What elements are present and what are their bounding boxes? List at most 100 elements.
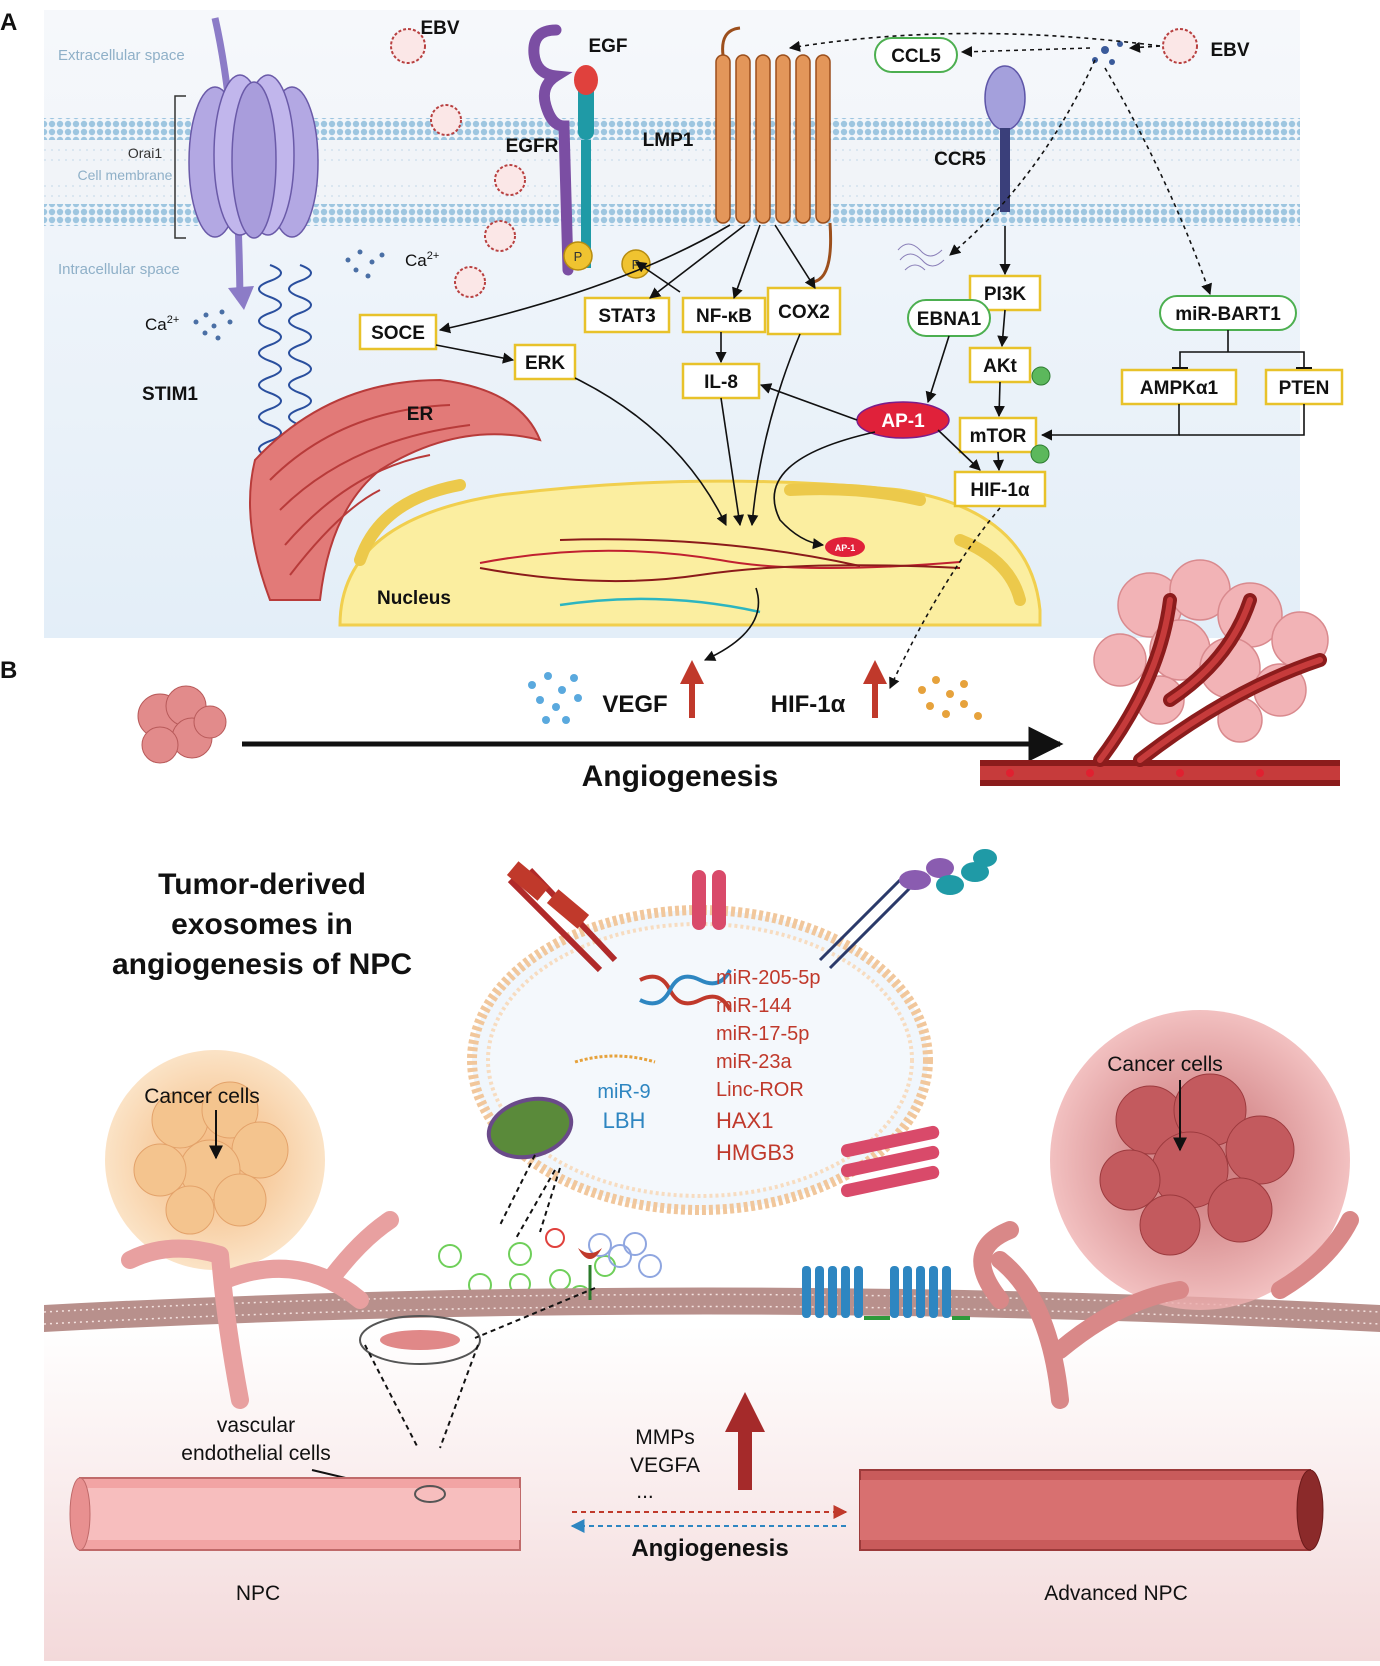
pi3k-label: PI3K: [984, 284, 1027, 305]
ampk-box: [1120, 368, 1238, 406]
egf-label: EGF: [588, 36, 627, 57]
factors-up-arrow: [725, 1392, 765, 1432]
vegf-dots-icon: [528, 672, 582, 724]
panel-b-title-line2: exosomes in: [171, 908, 353, 941]
lmp1-tails: [721, 26, 833, 284]
ampk-label: AMPKα1: [1140, 378, 1219, 399]
panel-b-title-line1: Tumor-derived: [158, 868, 366, 901]
hif-dots-icon: [918, 676, 982, 720]
phospho-green-icon: [1030, 366, 1051, 464]
npc-tumor-icon: [105, 1050, 399, 1409]
intracellular-label: Intracellular space: [58, 261, 180, 278]
extracellular-label: Extracellular space: [58, 47, 185, 64]
panel-a-letter: A: [0, 9, 17, 36]
ebv-label-right: EBV: [1210, 40, 1249, 61]
cargo-item: miR-17-5p: [716, 1023, 809, 1045]
hif-up-arrow: [863, 660, 887, 684]
cargo-item: miR-23a: [716, 1051, 792, 1073]
hif-bottom-label: HIF-1α: [771, 691, 846, 718]
pathway-arrows: [435, 32, 1312, 690]
ebna1-strands-icon: [897, 243, 945, 271]
stat3-label: STAT3: [598, 306, 655, 327]
cancer-cells-right-label: Cancer cells: [1107, 1053, 1223, 1076]
cell-membrane-label: Cell membrane: [78, 167, 173, 183]
membrane-receptors-icon: [578, 1248, 970, 1320]
exosome: [467, 905, 933, 1215]
hif-box: [953, 470, 1047, 508]
ca-label-left: Ca2+: [145, 314, 179, 334]
calcium-ions-left: [193, 309, 233, 341]
akt-box: [968, 346, 1032, 384]
lmp1-label: LMP1: [643, 130, 694, 151]
red-cargo-list: miR-205-5p miR-144 miR-17-5p miR-23a Lin…: [716, 967, 820, 1165]
factor-vegfa: VEGFA: [630, 1454, 700, 1477]
ccl5-box: [874, 37, 958, 73]
orai1-channel: [188, 17, 319, 310]
panel-b: Tumor-derived exosomes in angiogenesis o…: [43, 849, 1380, 1661]
vascular-label-line1: vascular: [217, 1414, 295, 1437]
ccr5-receptor: [984, 65, 1026, 212]
orai1-label: Orai1: [128, 145, 162, 161]
akt-label: AKt: [983, 356, 1017, 377]
pathway-boxes: [358, 274, 1344, 508]
lmp1-protein: [715, 54, 831, 224]
angiogenesis-label-b: Angiogenesis: [631, 1535, 788, 1562]
erk-label: ERK: [525, 353, 565, 374]
factor-mmps: MMPs: [635, 1426, 695, 1449]
nucleus-label: Nucleus: [377, 588, 451, 609]
hif-label: HIF-1α: [970, 480, 1030, 501]
soce-box: [358, 313, 438, 351]
panel-b-letter: B: [0, 657, 17, 684]
cargo-item: miR-205-5p: [716, 967, 820, 989]
angiogenesis-label-a: Angiogenesis: [582, 760, 779, 793]
phospho-label: P: [574, 249, 583, 264]
advanced-npc-tumor-icon: [973, 1010, 1359, 1409]
nfkb-box: [681, 296, 767, 334]
nucleus: [338, 479, 1042, 627]
mtor-label: mTOR: [970, 426, 1027, 447]
stat3-box: [583, 296, 671, 334]
egf-ligand: [574, 65, 598, 95]
ca-label-right: Ca2+: [405, 250, 439, 270]
il8-label: IL-8: [704, 372, 738, 393]
nfkb-label: NF-κB: [696, 306, 752, 327]
ebna1-label: EBNA1: [917, 309, 982, 330]
mir-bart1-label: miR-BART1: [1175, 304, 1281, 325]
membrane-bracket: [174, 95, 186, 239]
npc-label: NPC: [236, 1582, 280, 1605]
angiogenesis-strip: B VEGF HIF-1α Angiogenesis: [0, 559, 1340, 793]
endothelial-cell-inset: [359, 1167, 596, 1449]
cargo-item: HAX1: [716, 1108, 773, 1133]
cancer-cells-left-label: Cancer cells: [144, 1085, 260, 1108]
mirna-cluster-icon: [1092, 41, 1123, 65]
advanced-vessel: [859, 1469, 1324, 1551]
blue-cargo-2: LBH: [603, 1108, 646, 1133]
soce-label: SOCE: [371, 323, 425, 344]
small-tumor-icon: [137, 685, 227, 764]
egfr-label: EGFR: [506, 136, 559, 157]
cargo-item: miR-144: [716, 995, 792, 1017]
released-vesicles-icon: [438, 1154, 662, 1307]
vegf-up-arrow: [680, 660, 704, 684]
vascular-label-line2: endothelial cells: [181, 1442, 330, 1465]
erk-box: [513, 343, 577, 381]
ebv-label-left: EBV: [420, 18, 459, 39]
cox2-label: COX2: [778, 302, 830, 323]
blue-cargo-1: miR-9: [597, 1081, 650, 1103]
ccr5-label: CCR5: [934, 149, 986, 170]
ccl5-label: CCL5: [891, 46, 941, 67]
npc-vessel: [69, 1477, 521, 1551]
advanced-npc-label: Advanced NPC: [1044, 1582, 1188, 1605]
er-label: ER: [407, 404, 434, 425]
calcium-ions-right: [345, 249, 385, 279]
vessel-tumor-icon: [980, 559, 1340, 786]
vegf-label: VEGF: [602, 691, 667, 718]
cox2-box: [766, 286, 842, 336]
ap1-nuclear: [825, 537, 865, 557]
ap1-label: AP-1: [881, 411, 925, 432]
factor-more: ...: [636, 1480, 654, 1503]
endoplasmic-reticulum: [249, 378, 542, 601]
ap1-nuclear-label: AP-1: [835, 543, 856, 553]
